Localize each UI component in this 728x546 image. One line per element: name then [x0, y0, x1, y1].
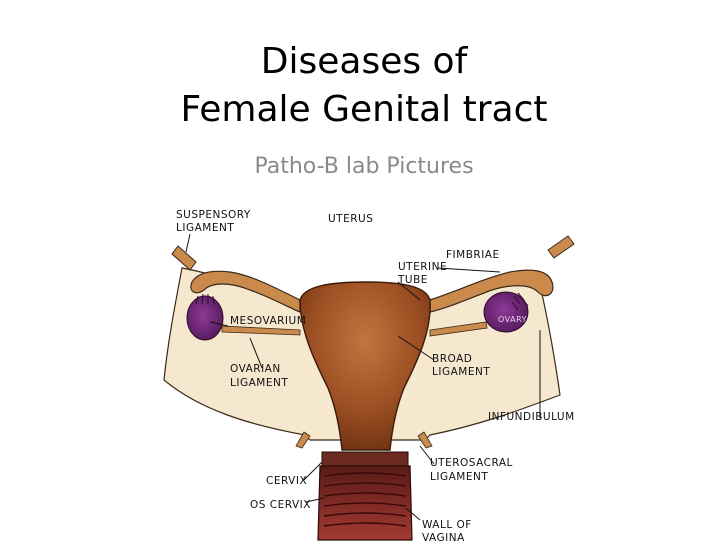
fimbriae-right [511, 292, 529, 311]
uterosacral-ligament-left [295, 431, 311, 449]
label-mesovarium: MESOVARIUM [230, 315, 306, 327]
label-fimbriae: FIMBRIAE [446, 249, 500, 261]
label-ovary-right: OVARY [498, 315, 527, 324]
leader-lines [185, 233, 541, 521]
ovarian-ligament-left [221, 325, 301, 336]
label-cervix: CERVIX [266, 475, 307, 487]
vaginal-rugae [323, 472, 407, 527]
title-line-2: Female Genital tract [180, 89, 548, 130]
label-infundibulum: INFUNDIBULUM [488, 411, 575, 423]
ovarian-ligament-right [429, 321, 488, 337]
label-uterosacral-ligament-1: UTEROSACRAL [430, 457, 513, 469]
ovary-left [186, 295, 224, 341]
cervix-region [321, 451, 409, 467]
label-ovarian-ligament-1: OVARIAN [230, 363, 281, 375]
uterosacral-ligament-right [417, 431, 433, 449]
label-uterus: UTERUS [328, 213, 373, 225]
uterus-body [299, 281, 431, 451]
label-suspensory-ligament-2: LIGAMENT [176, 222, 234, 234]
slide-subtitle: Patho-B lab Pictures [254, 154, 474, 179]
label-uterine-tube-1: UTERINE [398, 261, 447, 273]
label-uterosacral-ligament-2: LIGAMENT [430, 471, 488, 483]
suspensory-ligament-left [171, 245, 197, 271]
fimbriae-left [195, 293, 215, 306]
uterine-tube-left [190, 270, 301, 313]
slide-title: Diseases of Female Genital tract [0, 38, 728, 134]
label-wall-of-vagina-2: VAGINA [422, 532, 465, 544]
uterine-tube-right [429, 269, 554, 313]
title-line-1: Diseases of [260, 41, 468, 82]
suspensory-ligament-right [547, 235, 575, 259]
label-os-cervix: OS CERVIX [250, 499, 311, 511]
ovary-right [483, 291, 529, 333]
label-suspensory-ligament-1: SUSPENSORY [176, 209, 251, 221]
label-ovarian-ligament-2: LIGAMENT [230, 377, 288, 389]
label-wall-of-vagina-1: WALL OF [422, 519, 472, 531]
label-broad-ligament-2: LIGAMENT [432, 366, 490, 378]
label-broad-ligament-1: BROAD [432, 353, 472, 365]
label-uterine-tube-2: TUBE [397, 274, 428, 286]
